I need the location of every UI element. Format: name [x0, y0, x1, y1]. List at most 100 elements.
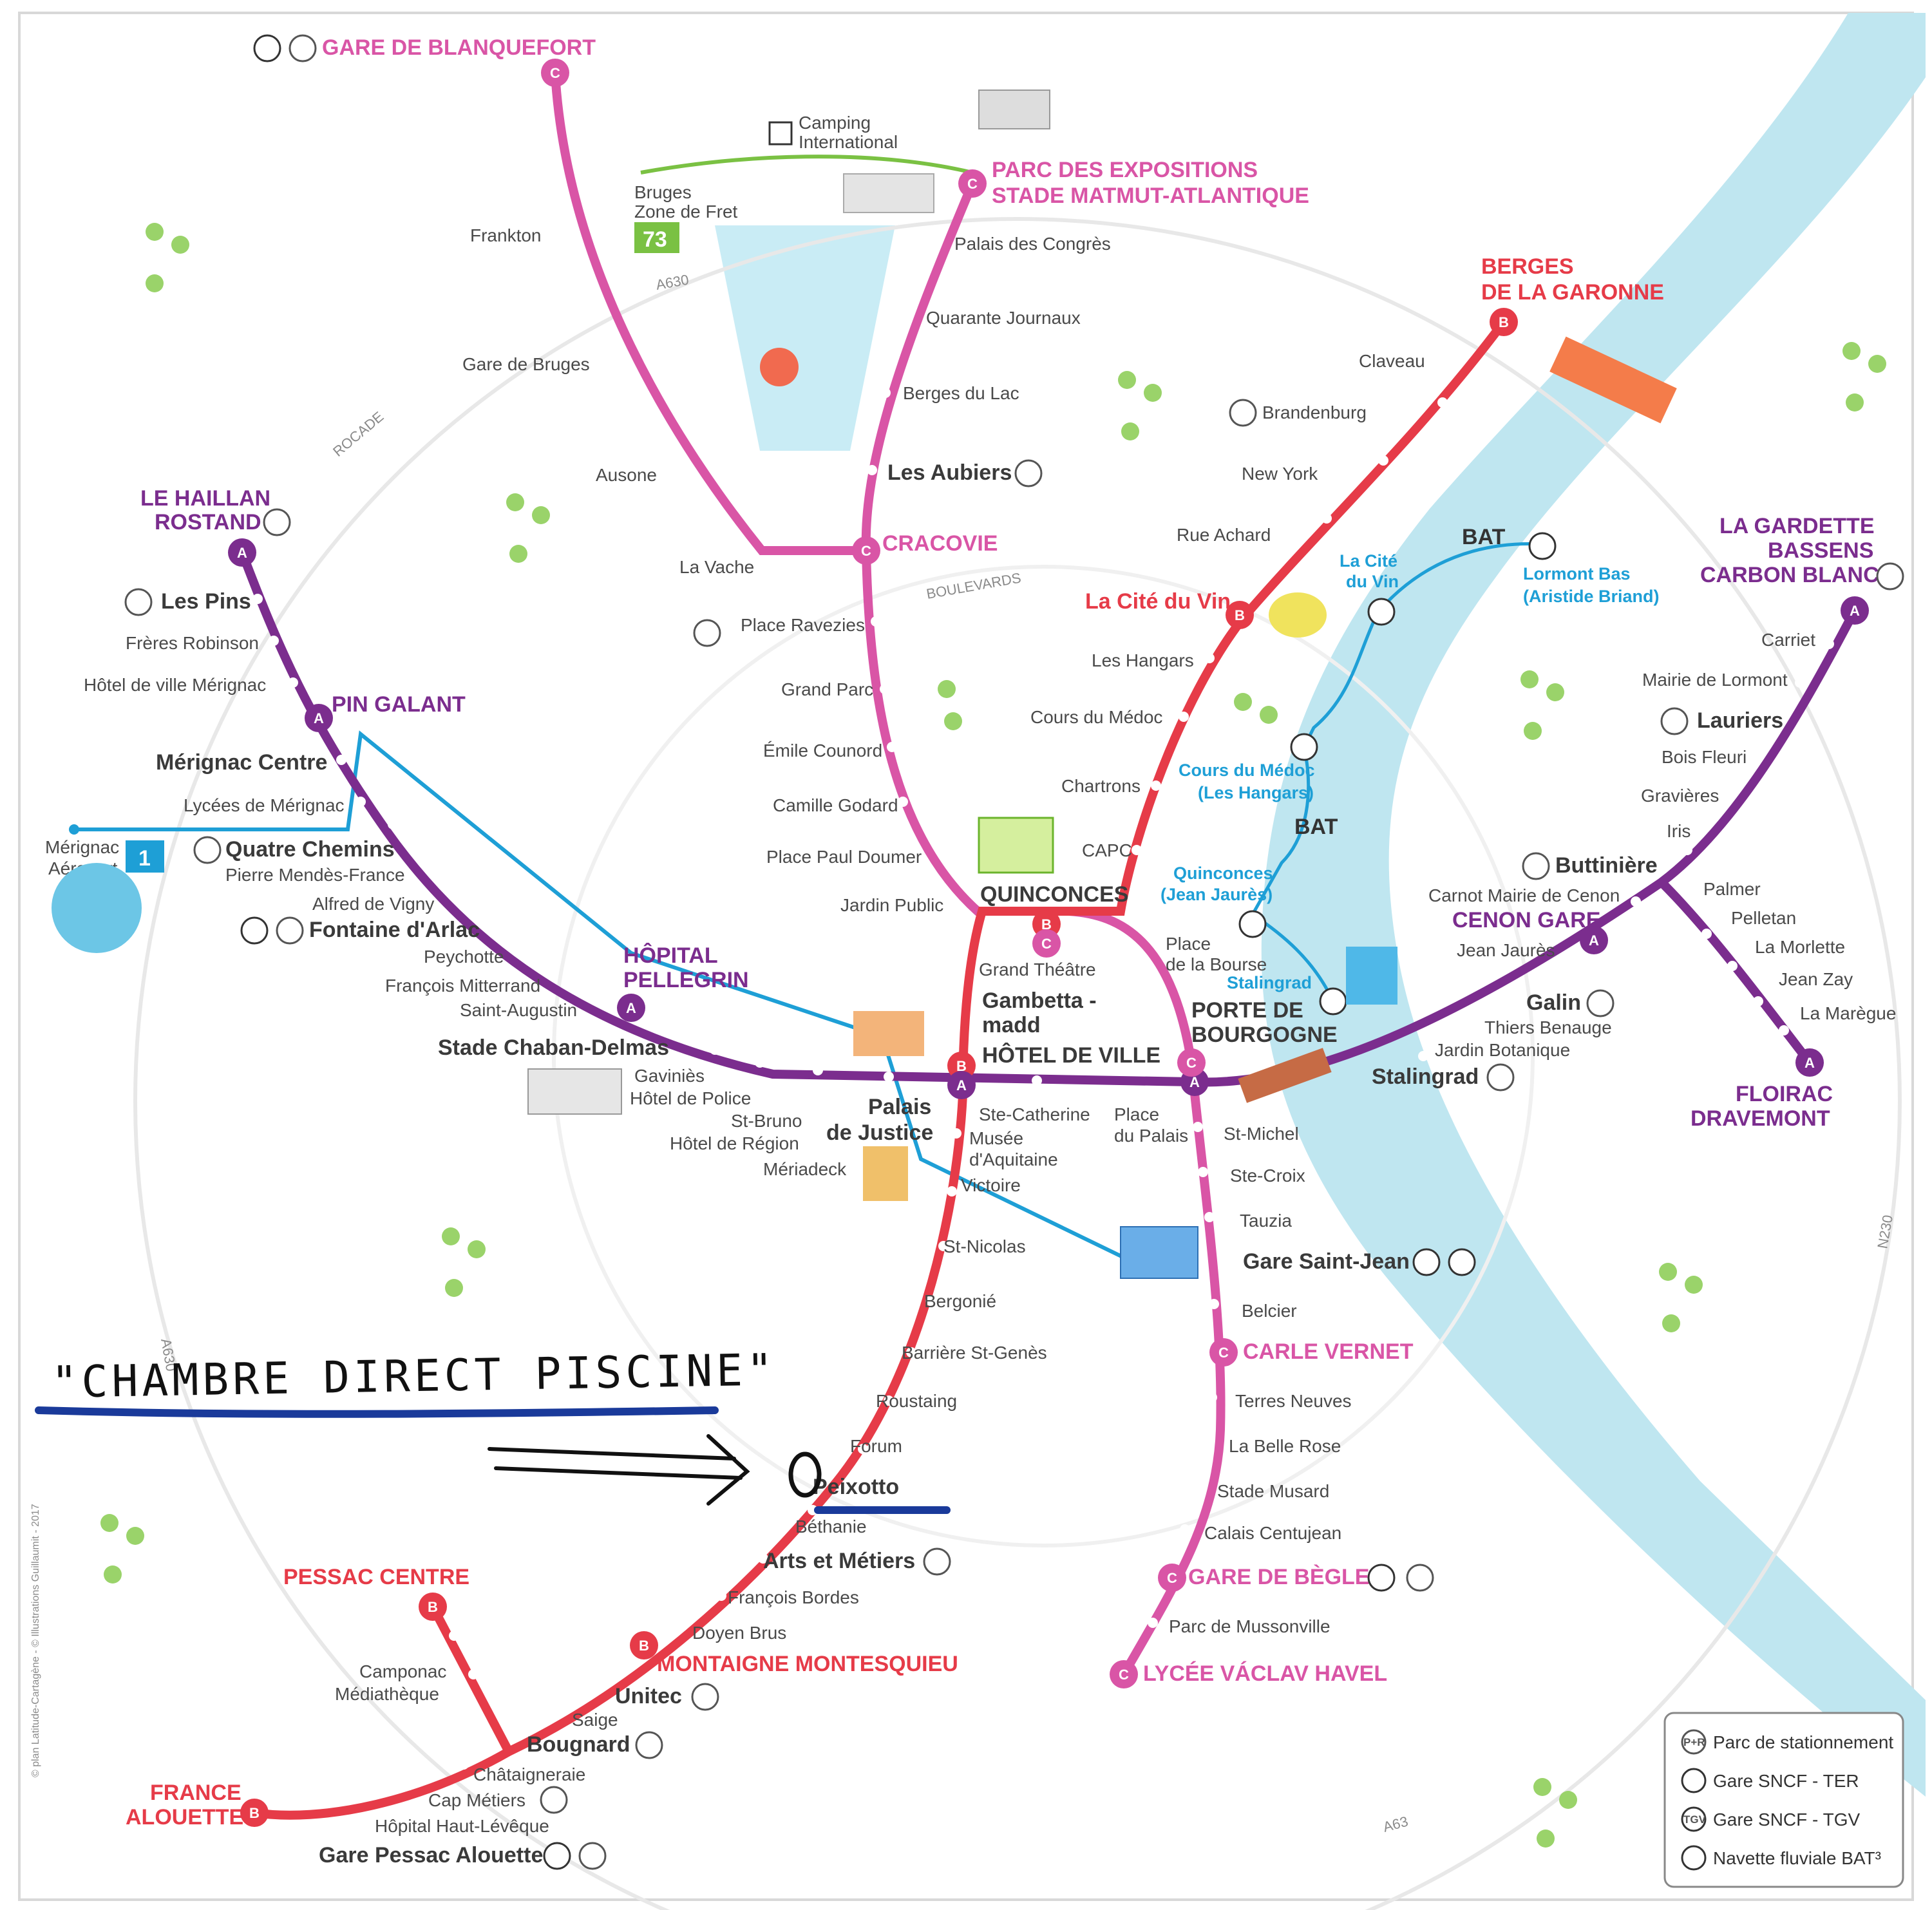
station-st-nicolas: St-Nicolas — [943, 1236, 1026, 1256]
legend: P+R Parc de stationnement Gare SNCF - TE… — [1663, 1712, 1904, 1888]
terminal-berges: BERGES — [1481, 254, 1574, 279]
station-gare-saint-jean: Gare Saint-Jean — [1243, 1249, 1410, 1274]
station-saint-augustin: Saint-Augustin — [460, 1000, 577, 1020]
lac-water — [715, 225, 895, 451]
terminal-parc-expo: PARC DES EXPOSITIONS — [992, 158, 1258, 182]
beach-umbrella-illustration — [760, 348, 799, 386]
station-stalingrad: Stalingrad — [1372, 1064, 1479, 1089]
station-pelletan: Pelletan — [1731, 908, 1796, 928]
lion-sculpture-illustration — [1346, 947, 1397, 1005]
station-quarante-journaux: Quarante Journaux — [926, 308, 1081, 328]
terminal-alouette: ALOUETTE — [126, 1805, 243, 1830]
svg-text:A: A — [956, 1077, 967, 1093]
label-bruges: Bruges — [634, 182, 692, 202]
station-gravieres: Gravières — [1641, 786, 1719, 806]
legend-tgv-badge: TGV — [1683, 1813, 1707, 1826]
terminal-la-gardette: LA GARDETTE — [1719, 514, 1875, 538]
label-international: International — [799, 132, 898, 152]
terminal-le-haillan: LE HAILLAN — [140, 486, 270, 511]
terminal-france: FRANCE — [150, 1781, 242, 1805]
station-les-aubiers: Les Aubiers — [887, 460, 1012, 485]
terminal-pin-galant: PIN GALANT — [332, 692, 466, 717]
station-ste-catherine: Ste-Catherine — [979, 1104, 1090, 1124]
terminal-cracovie: CRACOVIE — [882, 531, 998, 556]
legend-tgv: Gare SNCF - TGV — [1713, 1810, 1861, 1830]
station-carnot: Carnot Mairie de Cenon — [1428, 885, 1620, 905]
svg-text:C: C — [1186, 1055, 1197, 1071]
bat-stop-hangars: (Les Hangars) — [1198, 783, 1314, 802]
svg-text:B: B — [1041, 916, 1052, 932]
station-dots — [252, 230, 1834, 1808]
terminal-gare-begles: GARE DE BÈGLES — [1188, 1565, 1384, 1589]
station-mediatheque: Médiathèque — [335, 1684, 439, 1704]
bus-73-route — [640, 155, 973, 175]
airport-illustration — [52, 863, 142, 953]
bat-logo: BAT — [1462, 525, 1506, 549]
station-chartrons: Chartrons — [1061, 776, 1141, 796]
station-les-hangars: Les Hangars — [1092, 650, 1194, 670]
station-st-michel: St-Michel — [1224, 1124, 1299, 1144]
terminal-cenon-gare: CENON GARE — [1452, 908, 1600, 932]
station-bergonie: Bergonié — [924, 1291, 996, 1311]
terminal-berges-garonne: DE LA GARONNE — [1481, 280, 1664, 305]
station-thiers-benauge: Thiers Benauge — [1484, 1017, 1612, 1037]
terminal-carbon-blanc: CARBON BLANC — [1700, 563, 1879, 587]
legend-parking: Parc de stationnement — [1713, 1732, 1893, 1752]
svg-text:C: C — [1218, 1345, 1229, 1361]
ferry-icon — [1238, 532, 1557, 1016]
station-du-palais: du Palais — [1114, 1126, 1188, 1146]
station-saige: Saige — [572, 1710, 618, 1730]
svg-text:C: C — [967, 176, 978, 192]
station-buttiniere: Buttinière — [1555, 853, 1658, 878]
station-mussonville: Parc de Mussonville — [1169, 1616, 1331, 1636]
station-stade-musard: Stade Musard — [1217, 1481, 1329, 1501]
station-tauzia: Tauzia — [1240, 1211, 1292, 1231]
station-jardin-botanique: Jardin Botanique — [1435, 1040, 1570, 1060]
terminal-floirac: FLOIRAC — [1736, 1082, 1833, 1106]
stadium-illustration — [978, 90, 1050, 129]
svg-text:B: B — [1235, 607, 1245, 623]
legend-pr-badge: P+R — [1683, 1736, 1705, 1748]
station-claveau: Claveau — [1359, 351, 1425, 371]
bat-stop-cite-vin: La Cité — [1340, 551, 1397, 571]
bat-stop-cours-medoc: Cours du Médoc — [1179, 761, 1315, 780]
svg-text:A: A — [626, 1000, 636, 1016]
svg-text:C: C — [1041, 936, 1052, 952]
chaban-stadium-illustration — [527, 1068, 622, 1115]
station-francois-bordes: François Bordes — [728, 1587, 859, 1607]
station-hdv-merignac: Hôtel de ville Mérignac — [84, 675, 266, 695]
station-peychotte: Peychotte — [424, 947, 504, 967]
palais-justice-illustration — [853, 1011, 924, 1056]
station-berges-lac: Berges du Lac — [903, 383, 1019, 403]
line-markers: C C C C C C B B B B B B B A A A A A A A … — [228, 59, 1869, 1827]
peixotto-circle — [788, 1451, 822, 1498]
station-alfred-vigny: Alfred de Vigny — [312, 894, 434, 914]
svg-text:B: B — [428, 1599, 438, 1615]
bat-stop-stalingrad: Stalingrad — [1227, 973, 1312, 992]
svg-text:C: C — [1167, 1570, 1177, 1586]
terminal-lycee-havel: LYCÉE VÁCLAV HAVEL — [1143, 1661, 1387, 1686]
svg-text:B: B — [639, 1638, 649, 1654]
station-jardin-public: Jardin Public — [840, 895, 943, 915]
station-palmer: Palmer — [1703, 879, 1761, 899]
terminal-pessac-centre: PESSAC CENTRE — [283, 1565, 469, 1589]
bat-logo-2: BAT — [1294, 815, 1338, 839]
label-zone-fret: Zone de Fret — [634, 202, 738, 222]
station-capc: CAPC — [1082, 840, 1132, 860]
station-place-bourse: Place — [1166, 934, 1211, 954]
station-ste-croix: Ste-Croix — [1230, 1166, 1305, 1186]
gare-saint-jean-illustration — [1120, 1226, 1198, 1279]
station-chaban-delmas: Stade Chaban-Delmas — [438, 1035, 669, 1060]
station-peixotto: Peixotto — [813, 1475, 899, 1499]
station-la-vache: La Vache — [679, 557, 754, 577]
train-icon — [240, 34, 1476, 1870]
station-new-york: New York — [1242, 464, 1318, 484]
station-belcier: Belcier — [1242, 1301, 1297, 1321]
station-cap-metiers: Cap Métiers — [428, 1790, 526, 1810]
station-musee: Musée — [969, 1128, 1023, 1148]
cite-du-vin-illustration — [1269, 592, 1327, 638]
svg-text:B: B — [1499, 314, 1509, 330]
terminal-bassens: BASSENS — [1768, 538, 1873, 563]
terminal-stade-matmut: STADE MATMUT-ATLANTIQUE — [992, 184, 1309, 208]
